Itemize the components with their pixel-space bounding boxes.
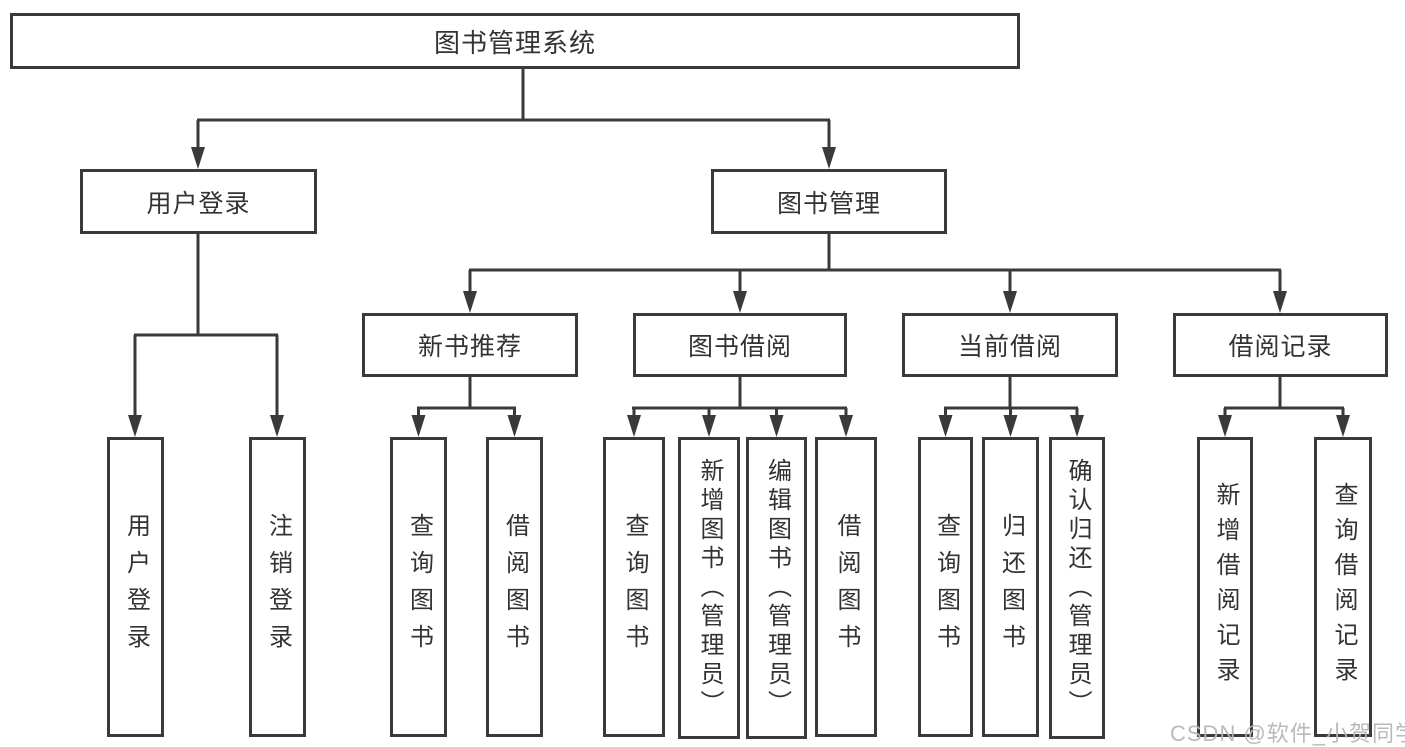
node-book-borrow: 图书借阅 [633,313,847,377]
leaf-user-login: 用户登录 [107,437,164,737]
node-library-management-system: 图书管理系统 [10,13,1020,69]
leaf-borrow-books: 借阅图书 [815,437,877,737]
leaf-return-book: 归还图书 [982,437,1039,737]
node-book-management-branch: 图书管理 [711,169,947,234]
leaf-query-borrow-record: 查询借阅记录 [1314,437,1372,737]
leaf-add-book-admin: 新增图书（管理员） [678,437,740,739]
node-borrow-records: 借阅记录 [1173,313,1388,377]
leaf-add-borrow-record: 新增借阅记录 [1197,437,1253,737]
node-user-login-branch: 用户登录 [80,169,317,234]
leaf-query-books-current: 查询图书 [918,437,973,737]
leaf-borrow-books-recommend: 借阅图书 [486,437,543,737]
arrowhead-group [128,147,1350,437]
csdn-watermark: CSDN @软件_小贺同学 [1170,721,1405,746]
leaf-confirm-return-admin: 确认归还（管理员） [1049,437,1105,739]
leaf-query-books-borrow: 查询图书 [603,437,665,737]
node-current-borrow: 当前借阅 [902,313,1118,377]
node-new-book-recommend: 新书推荐 [362,313,578,377]
leaf-logout-login: 注销登录 [249,437,306,737]
leaf-edit-book-admin: 编辑图书（管理员） [746,437,807,739]
leaf-query-books-recommend: 查询图书 [390,437,447,737]
